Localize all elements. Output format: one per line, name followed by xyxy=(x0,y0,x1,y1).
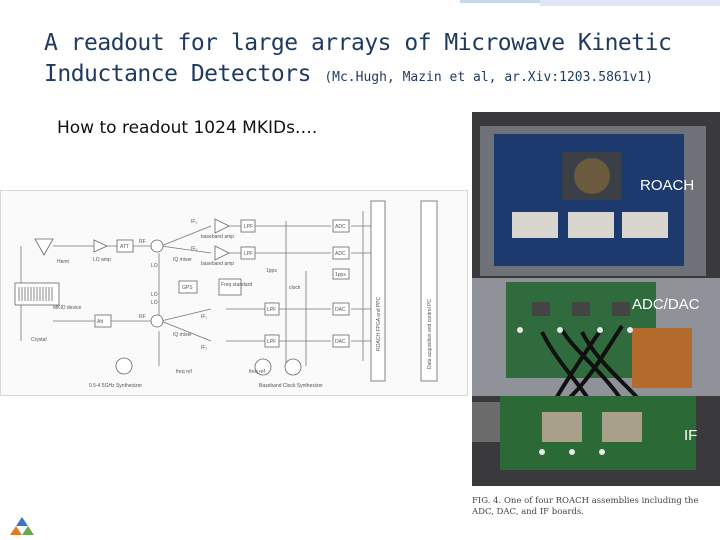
label-baseband-amp-1: baseband amp xyxy=(201,234,234,240)
label-freq-ref-2: freq ref xyxy=(249,369,265,375)
label-lo-2: LO xyxy=(151,292,158,298)
label-lo-amp: LO amp xyxy=(93,257,111,263)
logo-icon xyxy=(10,517,34,535)
figure-caption: FIG. 4. One of four ROACH assemblies inc… xyxy=(472,496,699,517)
label-rf-2: RF xyxy=(139,314,146,320)
label-if4: IF₂ xyxy=(201,345,207,351)
label-att-2: Att xyxy=(97,319,104,325)
label-att: ATT xyxy=(120,244,129,250)
label-clock: clock xyxy=(289,285,301,291)
photo-label-roach: ROACH xyxy=(640,177,694,194)
label-freq-standard: Freq standard xyxy=(221,282,252,288)
label-gps: GPS xyxy=(182,285,193,291)
label-lo-1: LO xyxy=(151,263,158,269)
label-lpf-1: LPF xyxy=(244,224,253,230)
title-line-1: A readout for large arrays of Microwave … xyxy=(44,30,672,56)
label-if2: IF₂ xyxy=(191,246,197,252)
label-lo-3: LO xyxy=(151,300,158,306)
label-lpf-4: LPF xyxy=(267,339,276,345)
label-adc-2: ADC xyxy=(335,251,346,257)
label-rf-1: RF xyxy=(139,239,146,245)
readout-schematic: Hemt LO amp ATT RF LO IQ mixer IF₁ IF₂ b… xyxy=(0,190,468,396)
label-hemt: Hemt xyxy=(57,259,70,265)
label-daq-pc: Data acquisition and control PC xyxy=(427,299,433,369)
title-line-2: Inductance Detectors xyxy=(44,61,311,87)
hardware-photo: ROACH ADC/DAC IF xyxy=(472,112,720,486)
label-crystal: Crystal xyxy=(31,337,47,343)
label-dac-2: DAC xyxy=(335,339,346,345)
label-adc-1: ADC xyxy=(335,224,346,230)
header-decoration xyxy=(420,0,720,8)
label-synth-2: Baseband Clock Synthesizer xyxy=(259,383,323,389)
photo-label-adcdac: ADC/DAC xyxy=(632,296,700,313)
label-lpf-2: LPF xyxy=(244,251,253,257)
title-citation: (Mc.Hugh, Mazin et al, ar.Xiv:1203.5861v… xyxy=(324,70,654,85)
label-lpf-3: LPF xyxy=(267,307,276,313)
label-baseband-amp-2: baseband amp xyxy=(201,261,234,267)
label-1pps-2: 1pps xyxy=(266,268,277,274)
label-if3: IF₁ xyxy=(201,314,207,320)
label-mkid-device: MKID device xyxy=(53,305,82,311)
label-1pps: 1pps xyxy=(335,272,346,278)
bullet-text: How to readout 1024 MKIDs…. xyxy=(57,118,318,138)
label-dac-1: DAC xyxy=(335,307,346,313)
photo-label-if: IF xyxy=(684,427,697,444)
label-synth-1: 0.5-4 5GHz Synthesizer xyxy=(89,383,142,389)
slide-title: A readout for large arrays of Microwave … xyxy=(44,28,704,93)
label-iq-mixer-2: IQ mixer xyxy=(173,332,192,338)
label-roach-ppc: ROACH FPGA and PPC xyxy=(376,296,382,351)
label-freq-ref-1: freq ref xyxy=(176,369,192,375)
label-iq-mixer: IQ mixer xyxy=(173,257,192,263)
label-if1: IF₁ xyxy=(191,219,197,225)
